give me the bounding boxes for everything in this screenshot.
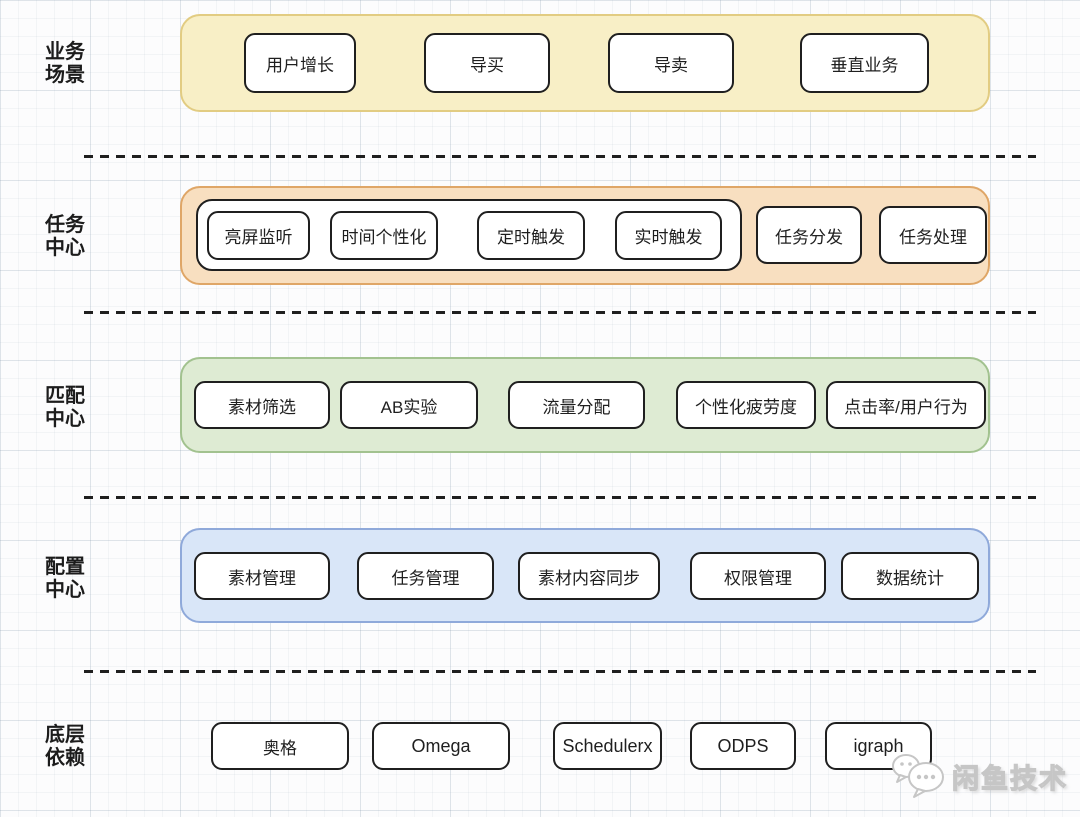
diagram-node: 定时触发 — [477, 211, 585, 260]
node-label: 垂直业务 — [830, 55, 899, 75]
node-label: 时间个性化 — [341, 228, 427, 247]
diagram-node: 导买 — [424, 33, 550, 93]
layer-label-business-scenarios: 业务 场景 — [45, 41, 85, 86]
node-label: Schedulerx — [562, 735, 653, 756]
diagram-node: 导卖 — [608, 33, 734, 93]
diagram-node: Omega — [372, 722, 510, 770]
diagram-node: 用户增长 — [244, 33, 356, 93]
layer-separator — [84, 155, 1036, 158]
diagram-node: 权限管理 — [690, 552, 826, 600]
diagram-node: 实时触发 — [615, 211, 722, 260]
diagram-node: 点击率/用户行为 — [826, 381, 986, 429]
diagram-node: Schedulerx — [553, 722, 662, 770]
diagram-node: igraph — [825, 722, 932, 770]
diagram-node: 素材内容同步 — [518, 552, 660, 600]
layer-label-config-center: 配置 中心 — [45, 556, 85, 601]
layer-label-infra-dependencies: 底层 依赖 — [45, 724, 85, 769]
node-label: 导买 — [470, 55, 504, 75]
layer-separator — [84, 670, 1036, 673]
diagram-node: 垂直业务 — [800, 33, 929, 93]
diagram-node: 奥格 — [211, 722, 349, 770]
node-label: Omega — [411, 735, 471, 756]
diagram-node: AB实验 — [340, 381, 478, 429]
diagram-node: 任务管理 — [357, 552, 494, 600]
node-label: 流量分配 — [542, 397, 611, 417]
node-label: AB实验 — [380, 397, 438, 417]
node-label: 任务分发 — [775, 227, 843, 247]
node-label: ODPS — [717, 735, 769, 756]
diagram-node: 个性化疲劳度 — [676, 381, 816, 429]
diagram-node: 流量分配 — [508, 381, 645, 429]
diagram-node: 时间个性化 — [330, 211, 438, 260]
diagram-node: 亮屏监听 — [207, 211, 310, 260]
node-label: 点击率/用户行为 — [844, 397, 968, 417]
node-label: 奥格 — [263, 738, 297, 758]
node-label: 素材内容同步 — [538, 568, 640, 588]
node-label: 权限管理 — [724, 568, 792, 588]
diagram-node: 任务分发 — [756, 206, 862, 264]
layer-separator — [84, 311, 1036, 314]
diagram-node: 数据统计 — [841, 552, 979, 600]
node-label: 数据统计 — [876, 568, 944, 588]
diagram-node: 任务处理 — [879, 206, 987, 264]
node-label: 个性化疲劳度 — [695, 397, 797, 417]
node-label: 定时触发 — [497, 228, 565, 247]
node-label: 导卖 — [654, 55, 688, 75]
diagram-node: ODPS — [690, 722, 796, 770]
layer-label-task-center: 任务 中心 — [45, 214, 85, 259]
watermark-text: 闲鱼技术 — [951, 763, 1068, 794]
node-label: 用户增长 — [266, 55, 334, 75]
layer-separator — [84, 496, 1036, 499]
diagram-node: 素材管理 — [194, 552, 330, 600]
node-label: 亮屏监听 — [224, 228, 293, 247]
node-label: igraph — [853, 735, 904, 756]
layer-label-match-center: 匹配 中心 — [45, 385, 85, 430]
diagram-node: 素材筛选 — [194, 381, 330, 429]
node-label: 素材筛选 — [228, 397, 296, 417]
node-label: 任务处理 — [899, 227, 967, 247]
node-label: 素材管理 — [228, 568, 296, 588]
node-label: 任务管理 — [391, 568, 460, 588]
node-label: 实时触发 — [634, 228, 703, 247]
